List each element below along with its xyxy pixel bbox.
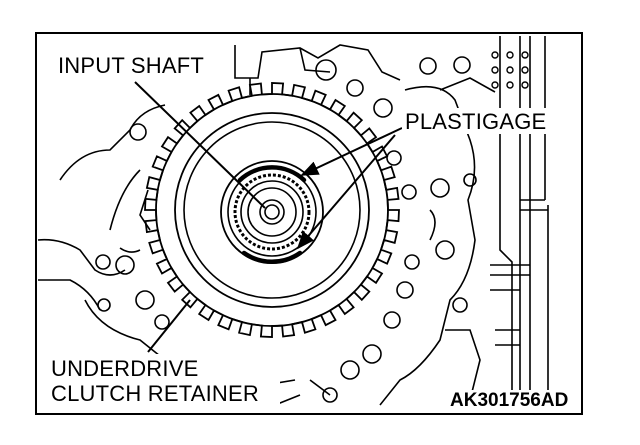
- input-shaft-leader: [134, 81, 266, 209]
- clutch-retainer: [144, 82, 400, 338]
- plastigage-leader-bottom: [296, 134, 396, 250]
- label-underdrive-line2: CLUTCH RETAINER: [51, 381, 259, 406]
- leader-lines: [134, 81, 403, 353]
- plastigage-strips: [237, 165, 307, 264]
- plastigage-strip-bottom: [241, 250, 303, 264]
- figure-frame: [35, 32, 583, 415]
- figure-code: AK301756AD: [450, 390, 568, 411]
- label-plastigage: PLASTIGAGE: [405, 109, 546, 134]
- underdrive-leader: [147, 299, 191, 353]
- label-input-shaft: INPUT SHAFT: [58, 53, 204, 78]
- retainer-spline-teeth: [144, 82, 400, 338]
- label-underdrive-line1: UNDERDRIVE: [51, 356, 198, 381]
- plastigage-strip-top: [237, 165, 307, 183]
- case-bolt-holes: [95, 56, 477, 403]
- case-dot-grid: [491, 51, 529, 89]
- plastigage-leader-top: [300, 127, 403, 176]
